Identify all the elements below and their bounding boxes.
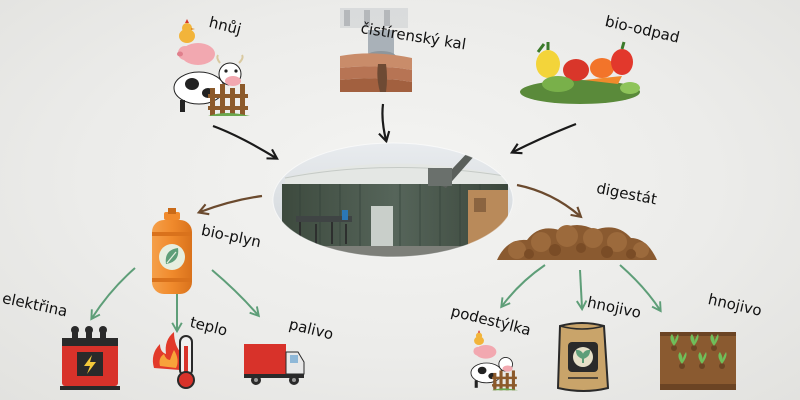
arrow-digestate-to-bedding: [500, 264, 546, 309]
input-arrows: [212, 103, 577, 160]
transformer-icon: [60, 326, 120, 390]
product-arrows: [90, 264, 662, 334]
output-arrows: [196, 183, 583, 219]
arrow-plant-to-biogas: [196, 194, 263, 216]
farm-animals-icon: [173, 19, 250, 116]
arrow-biowaste-to-plant: [509, 122, 577, 155]
fertilizer-bag-icon: [556, 322, 610, 392]
arrow-biogas-to-fuel: [211, 269, 261, 318]
truck-icon: [244, 344, 305, 385]
arrow-digestate-to-fertilizer-bag: [576, 269, 588, 312]
gas-cylinder-icon: [152, 208, 192, 294]
farm-animals-icon: [470, 330, 519, 391]
arrow-biogas-to-electricity: [90, 267, 136, 321]
digestate-pile-icon: [497, 225, 657, 260]
arrow-manure-to-plant: [212, 124, 279, 160]
thermometer-fire-icon: [152, 332, 195, 389]
arrow-digestate-to-fertilizer-bed: [619, 264, 662, 313]
arrow-sludge-to-plant: [378, 103, 391, 144]
biogas-plant-photo: [272, 142, 514, 258]
vegetables-icon: [520, 41, 640, 104]
arrow-plant-to-digestate: [516, 183, 583, 219]
seedling-bed-icon: [660, 332, 736, 390]
sewage-pipe-icon: [340, 8, 412, 92]
